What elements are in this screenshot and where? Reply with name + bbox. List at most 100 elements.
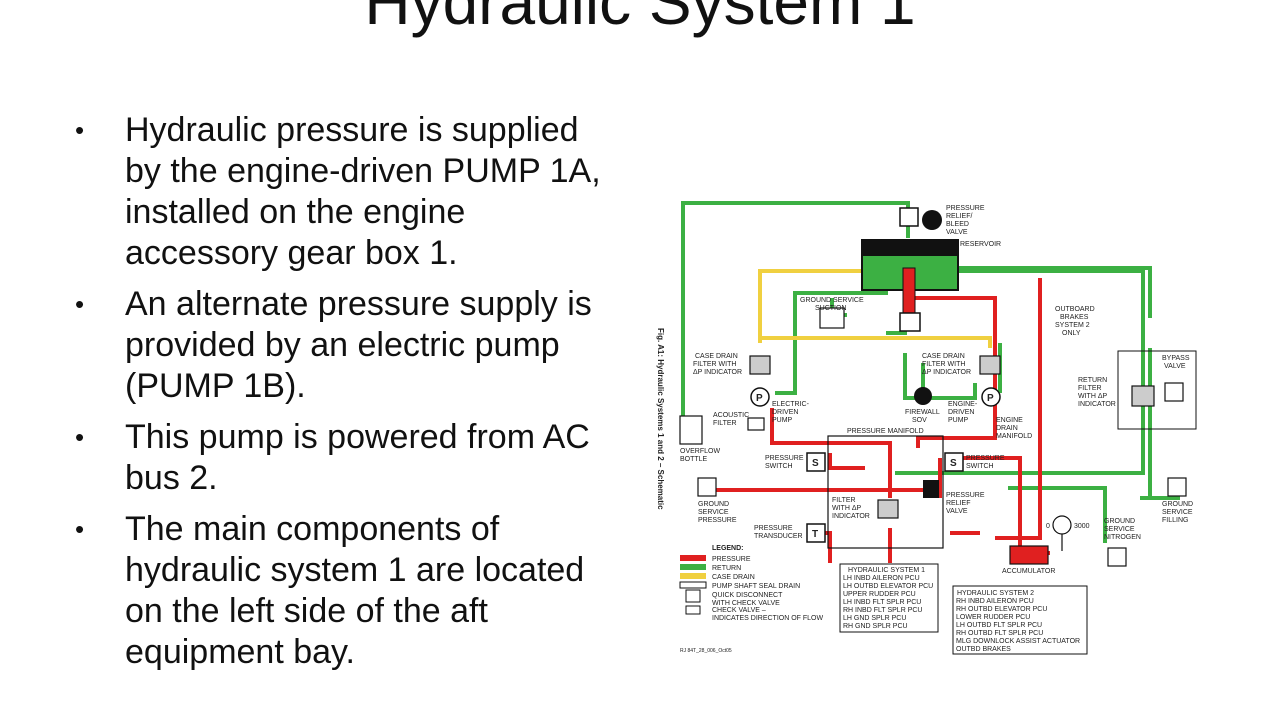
- firewall-sov: FIREWALL SOV: [905, 387, 940, 424]
- hydraulic-system-2-box: HYDRAULIC SYSTEM 2 RH INBD AILERON PCU R…: [952, 585, 1088, 655]
- acoustic-filter: ACOUSTIC FILTER: [713, 412, 765, 431]
- svg-text:PUMP: PUMP: [772, 417, 793, 424]
- svg-text:RH GND SPLR PCU: RH GND SPLR PCU: [843, 623, 908, 630]
- svg-text:RESERVOIR: RESERVOIR: [960, 241, 1001, 248]
- ground-service-filling: GROUND SERVICE FILLING: [1162, 477, 1193, 524]
- svg-text:VALVE: VALVE: [1164, 363, 1186, 370]
- svg-text:GROUND SERVICE: GROUND SERVICE: [800, 297, 864, 304]
- svg-text:HYDRAULIC SYSTEM 2: HYDRAULIC SYSTEM 2: [957, 590, 1034, 597]
- svg-text:OUTBD BRAKES: OUTBD BRAKES: [956, 646, 1011, 653]
- electric-pump: P ELECTRIC- DRIVEN PUMP: [750, 387, 810, 424]
- svg-text:FILTER: FILTER: [832, 497, 856, 504]
- pressure-relief-valve: PRESSURE RELIEF/ BLEED VALVE: [899, 205, 985, 236]
- svg-text:BRAKES: BRAKES: [1060, 314, 1089, 321]
- svg-text:FILTER: FILTER: [1078, 385, 1102, 392]
- svg-text:HYDRAULIC SYSTEM 1: HYDRAULIC SYSTEM 1: [848, 567, 925, 574]
- svg-text:VALVE: VALVE: [946, 508, 968, 515]
- svg-text:DRIVEN: DRIVEN: [772, 409, 798, 416]
- svg-text:MLG DOWNLOCK ASSIST ACTUATOR: MLG DOWNLOCK ASSIST ACTUATOR: [956, 638, 1080, 645]
- svg-text:UPPER RUDDER PCU: UPPER RUDDER PCU: [843, 591, 916, 598]
- pressure-lines: [705, 278, 1050, 563]
- bullet-text: This pump is powered from AC bus 2.: [125, 418, 590, 497]
- svg-text:3000: 3000: [1074, 523, 1090, 530]
- overflow-bottle: OVERFLOW BOTTLE: [679, 415, 720, 463]
- svg-text:RH OUTBD FLT SPLR PCU: RH OUTBD FLT SPLR PCU: [956, 630, 1043, 637]
- svg-text:DRIVEN: DRIVEN: [948, 409, 974, 416]
- svg-text:TRANSDUCER: TRANSDUCER: [754, 533, 803, 540]
- svg-text:FILTER WITH: FILTER WITH: [922, 361, 965, 368]
- pressure-relief-valve-2: PRESSURE RELIEF VALVE: [923, 480, 985, 515]
- svg-text:BYPASS: BYPASS: [1162, 355, 1190, 362]
- svg-text:CASE DRAIN: CASE DRAIN: [922, 353, 965, 360]
- svg-text:S: S: [950, 458, 957, 469]
- svg-text:RH OUTBD ELEVATOR PCU: RH OUTBD ELEVATOR PCU: [956, 606, 1047, 613]
- svg-text:P: P: [987, 393, 994, 404]
- svg-text:ONLY: ONLY: [1062, 330, 1081, 337]
- ground-service-nitrogen: GROUND SERVICE NITROGEN: [1104, 518, 1141, 567]
- svg-text:CASE DRAIN: CASE DRAIN: [712, 574, 755, 581]
- svg-text:ACCUMULATOR: ACCUMULATOR: [1002, 568, 1055, 575]
- bullet-item: • The main components of hydraulic system…: [75, 509, 615, 673]
- bullet-dot: •: [75, 514, 85, 544]
- svg-text:LH OUTBD FLT SPLR PCU: LH OUTBD FLT SPLR PCU: [956, 622, 1042, 629]
- figure-caption: Fig. A1: Hydraulic Systems 1 and 2 – Sch…: [656, 328, 665, 510]
- ground-service-suction: GROUND SERVICE SUCTION: [800, 297, 864, 329]
- svg-text:LH INBD AILERON PCU: LH INBD AILERON PCU: [843, 575, 920, 582]
- svg-text:SUCTION: SUCTION: [815, 305, 847, 312]
- svg-text:ENGINE: ENGINE: [996, 417, 1023, 424]
- svg-text:0: 0: [1046, 523, 1050, 530]
- svg-text:ΔP INDICATOR: ΔP INDICATOR: [693, 369, 742, 376]
- svg-text:PRESSURE: PRESSURE: [754, 525, 793, 532]
- svg-text:LH OUTBD ELEVATOR PCU: LH OUTBD ELEVATOR PCU: [843, 583, 933, 590]
- bullet-dot: •: [75, 289, 85, 319]
- case-drain-filter-right: CASE DRAIN FILTER WITH ΔP INDICATOR: [922, 353, 1001, 376]
- bullet-dot: •: [75, 422, 85, 452]
- bullet-dot: •: [75, 115, 85, 145]
- svg-text:PRESSURE: PRESSURE: [765, 455, 804, 462]
- accumulator: ACCUMULATOR: [1002, 545, 1055, 575]
- svg-text:LEGEND:: LEGEND:: [712, 545, 744, 552]
- svg-text:VALVE: VALVE: [946, 229, 968, 236]
- svg-text:RETURN: RETURN: [712, 565, 741, 572]
- svg-text:PRESSURE: PRESSURE: [712, 556, 751, 563]
- svg-text:S: S: [812, 458, 819, 469]
- return-filter: RETURN FILTER WITH ΔP INDICATOR BYPASS V…: [1078, 350, 1197, 430]
- svg-text:PUMP: PUMP: [948, 417, 969, 424]
- bullet-text: The main components of hydraulic system …: [125, 510, 585, 671]
- svg-text:RELIEF: RELIEF: [946, 500, 971, 507]
- hydraulic-schematic: Fig. A1: Hydraulic Systems 1 and 2 – Sch…: [656, 201, 1197, 655]
- svg-text:GROUND: GROUND: [1162, 501, 1193, 508]
- svg-text:RELIEF/: RELIEF/: [946, 213, 973, 220]
- svg-text:ENGINE-: ENGINE-: [948, 401, 978, 408]
- svg-text:P: P: [756, 393, 763, 404]
- svg-text:BLEED: BLEED: [946, 221, 969, 228]
- svg-text:FILLING: FILLING: [1162, 517, 1188, 524]
- legend: LEGEND: PRESSURE RETURN CASE DRAIN PUMP …: [679, 545, 823, 622]
- svg-text:FILTER: FILTER: [713, 420, 737, 427]
- pressure-manifold: PRESSURE MANIFOLD: [827, 428, 944, 549]
- svg-text:ELECTRIC-: ELECTRIC-: [772, 401, 810, 408]
- svg-text:SERVICE: SERVICE: [698, 509, 729, 516]
- slide-title: Hydraulic System 1: [364, 0, 916, 38]
- pressure-transducer: T PRESSURE TRANSDUCER: [754, 523, 826, 543]
- bullet-item: •Hydraulic pressure is supplied by the e…: [75, 110, 615, 274]
- reservoir: RESERVOIR: [861, 239, 1001, 332]
- case-drain-filter-left: CASE DRAIN FILTER WITH ΔP INDICATOR: [693, 353, 771, 376]
- svg-text:LH INBD FLT SPLR PCU: LH INBD FLT SPLR PCU: [843, 599, 921, 606]
- svg-text:PRESSURE: PRESSURE: [946, 492, 985, 499]
- hydraulic-system-1-box: HYDRAULIC SYSTEM 1 LH INBD AILERON PCU L…: [839, 563, 939, 633]
- svg-text:OUTBOARD: OUTBOARD: [1055, 306, 1095, 313]
- svg-text:FIREWALL: FIREWALL: [905, 409, 940, 416]
- svg-text:SERVICE: SERVICE: [1104, 526, 1135, 533]
- svg-text:WITH ΔP: WITH ΔP: [832, 505, 862, 512]
- bullet-item: • This pump is powered from AC bus 2.: [75, 417, 615, 499]
- svg-text:WITH CHECK VALVE: WITH CHECK VALVE: [712, 600, 780, 607]
- svg-text:PRESSURE: PRESSURE: [966, 455, 1005, 462]
- svg-text:SWITCH: SWITCH: [765, 463, 793, 470]
- svg-text:FILTER WITH: FILTER WITH: [693, 361, 736, 368]
- svg-text:PUMP SHAFT SEAL DRAIN: PUMP SHAFT SEAL DRAIN: [712, 583, 800, 590]
- svg-text:SYSTEM 2: SYSTEM 2: [1055, 322, 1090, 329]
- svg-text:ΔP INDICATOR: ΔP INDICATOR: [922, 369, 971, 376]
- bullet-item: •An alternate pressure supply is provide…: [75, 284, 615, 407]
- svg-text:LOWER RUDDER PCU: LOWER RUDDER PCU: [956, 614, 1030, 621]
